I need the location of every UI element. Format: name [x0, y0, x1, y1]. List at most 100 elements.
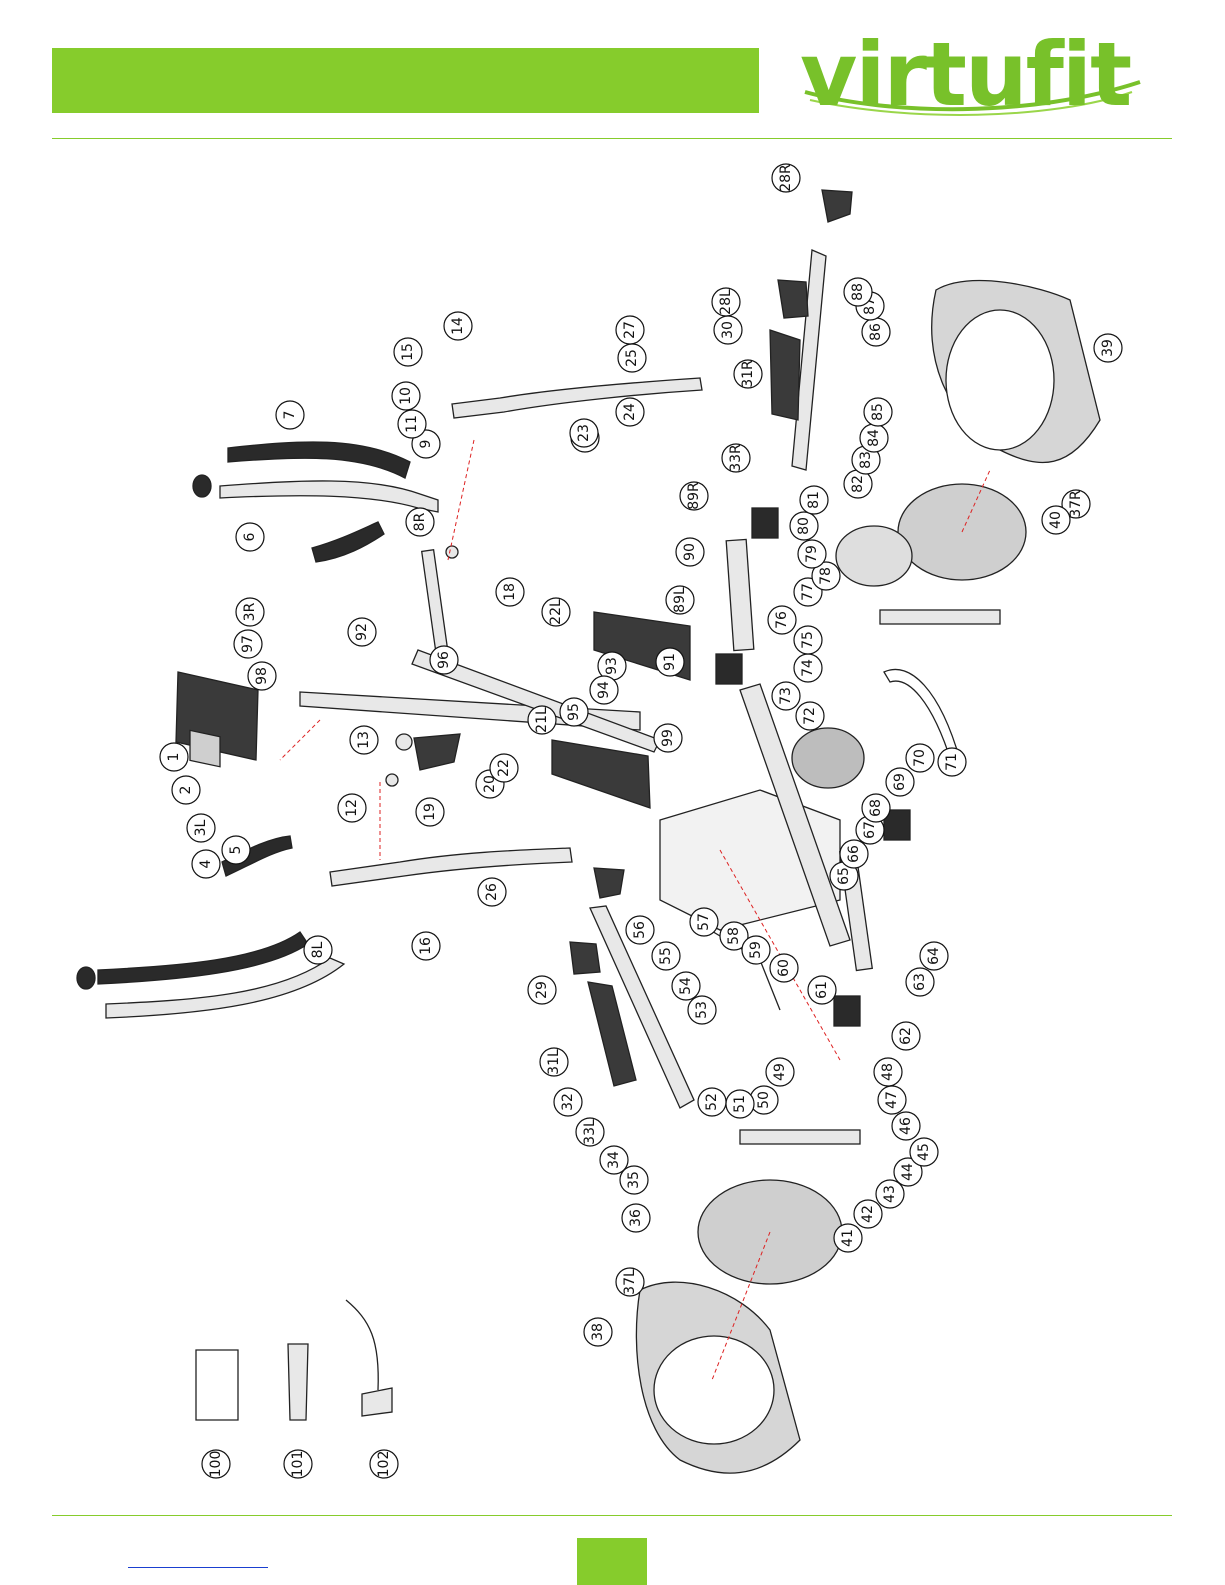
callout-label: 29 [534, 981, 550, 999]
callout-label: 8L [310, 941, 326, 958]
callout-93: 93 [597, 651, 627, 681]
callout-circle [885, 767, 915, 797]
callout-label: 9 [418, 440, 434, 449]
callout-circle [771, 681, 801, 711]
callout-circle [275, 400, 305, 430]
callout-32: 32 [553, 1087, 583, 1117]
callout-circle [583, 1317, 613, 1347]
callout-circle [495, 577, 525, 607]
callout-label: 33R [728, 444, 744, 472]
callout-3r: 3R [235, 597, 265, 627]
tool-100-allen-keys [195, 1349, 239, 1421]
pedal-left [587, 981, 637, 1087]
callout-circle [539, 1047, 569, 1077]
callout-circle [873, 1057, 903, 1087]
callout-label: 50 [756, 1091, 772, 1109]
upper-swing-arm [451, 377, 703, 419]
callout-58: 58 [719, 921, 749, 951]
side-support-tube [725, 538, 755, 652]
callout-label: 40 [1048, 511, 1064, 529]
callout-16: 16 [411, 931, 441, 961]
lower-swing-arm [329, 847, 573, 887]
callout-label: 76 [774, 611, 790, 629]
callout-label: 91 [662, 653, 678, 671]
callout-88: 88 [843, 277, 873, 307]
callout-14: 14 [443, 311, 473, 341]
callout-circle [393, 337, 423, 367]
callout-label: 70 [912, 749, 928, 767]
crank-28r-lower [593, 867, 625, 899]
callout-label: 79 [804, 545, 820, 563]
callout-13: 13 [349, 725, 379, 755]
callout-89l: 89L [665, 585, 695, 615]
callout-22l: 22L [541, 597, 571, 627]
callout-label: 58 [726, 927, 742, 945]
callout-label: 61 [814, 981, 830, 999]
callout-label: 52 [704, 1093, 720, 1111]
callout-29: 29 [527, 975, 557, 1005]
callout-label: 15 [400, 343, 416, 361]
callout-label: 47 [884, 1091, 900, 1109]
callout-42: 42 [853, 1199, 883, 1229]
callout-18: 18 [495, 577, 525, 607]
footer-divider [52, 1515, 1172, 1516]
pulley [835, 525, 913, 587]
page-number-box [577, 1538, 647, 1585]
callout-label: 37L [622, 1269, 638, 1295]
callout-62: 62 [891, 1021, 921, 1051]
callout-circle [795, 701, 825, 731]
callout-label: 30 [720, 321, 736, 339]
callout-81: 81 [799, 485, 829, 515]
callout-label: 18 [502, 583, 518, 601]
callout-36: 36 [621, 1203, 651, 1233]
callout-circle [741, 935, 771, 965]
rear-cover-left-opening [653, 1335, 775, 1445]
callout-label: 89L [672, 587, 688, 613]
callout-circle [527, 975, 557, 1005]
callout-4: 4 [191, 849, 221, 879]
callout-label: 32 [560, 1093, 576, 1111]
callout-label: 95 [566, 703, 582, 721]
callout-circle [733, 359, 763, 389]
callout-96: 96 [429, 645, 459, 675]
callout-circle [909, 1137, 939, 1167]
callout-circle [891, 1021, 921, 1051]
callout-label: 49 [772, 1063, 788, 1081]
callout-34: 34 [599, 1145, 629, 1175]
callout-53: 53 [687, 995, 717, 1025]
callout-circle [397, 409, 427, 439]
callout-circle [839, 839, 869, 869]
callout-82: 82 [843, 469, 873, 499]
callout-circle [599, 1145, 629, 1175]
callout-label: 81 [806, 491, 822, 509]
callout-circle [655, 647, 685, 677]
callout-89r: 89R [679, 481, 709, 511]
callout-label: 1 [166, 753, 182, 762]
callout-circle [527, 705, 557, 735]
callout-67: 67 [855, 815, 885, 845]
callout-48: 48 [873, 1057, 903, 1087]
callout-label: 14 [450, 317, 466, 335]
callout-label: 102 [376, 1451, 392, 1478]
callout-circle [405, 507, 435, 537]
callout-circle [625, 915, 655, 945]
end-cap-89l [715, 653, 743, 685]
callout-label: 101 [290, 1451, 306, 1478]
callout-label: 34 [606, 1151, 622, 1169]
callout-circle [559, 697, 589, 727]
crank-28l [777, 279, 809, 319]
callout-circle [893, 1157, 923, 1187]
callout-circle [575, 1117, 605, 1147]
bushing-19 [395, 733, 413, 751]
callout-label: 24 [622, 403, 638, 421]
callout-circle [891, 1111, 921, 1141]
callout-label: 25 [624, 349, 640, 367]
callout-label: 11 [404, 415, 420, 433]
tool-101-wrench [287, 1343, 309, 1421]
callout-101: 101 [283, 1449, 313, 1479]
callout-circle [675, 537, 705, 567]
callout-label: 74 [800, 659, 816, 677]
callout-label: 43 [882, 1185, 898, 1203]
callout-circle [411, 429, 441, 459]
callout-10: 10 [391, 381, 421, 411]
